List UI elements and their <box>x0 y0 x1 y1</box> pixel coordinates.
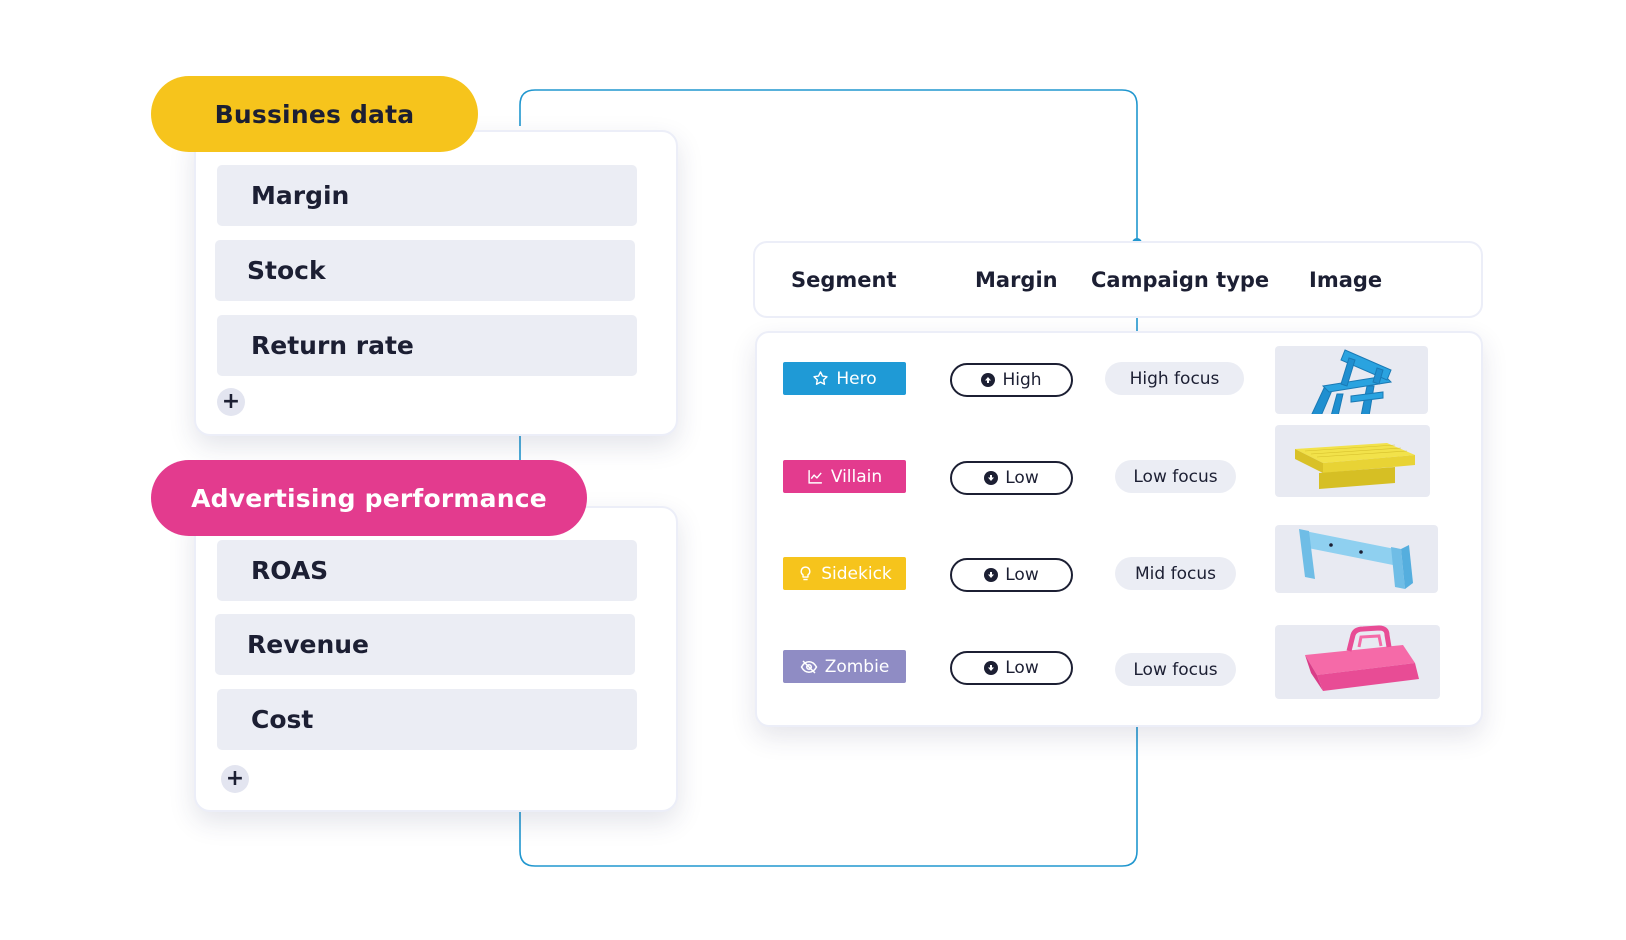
add-metric-button[interactable]: + <box>221 765 249 793</box>
add-metric-button[interactable]: + <box>217 388 245 416</box>
segment-label: Hero <box>836 368 877 389</box>
margin-label: High <box>1002 370 1042 390</box>
segment-badge-sidekick[interactable]: Sidekick <box>783 557 906 590</box>
blue-chair-image <box>1275 346 1428 414</box>
column-header-image[interactable]: Image <box>1309 267 1383 292</box>
margin-pill: Low <box>950 461 1073 495</box>
segment-label: Sidekick <box>821 563 892 584</box>
margin-pill: Low <box>950 651 1073 685</box>
lightbulb-icon <box>800 566 811 581</box>
segment-label: Villain <box>830 466 883 487</box>
arrow-down-icon <box>984 661 999 675</box>
campaign-type-pill: Low focus <box>1115 460 1236 493</box>
arrow-down-icon <box>984 471 999 485</box>
margin-pill: High <box>950 363 1073 397</box>
margin-label: Low <box>1005 468 1039 488</box>
campaign-type-pill: Low focus <box>1115 653 1236 686</box>
metric-return-rate[interactable]: Return rate <box>217 315 637 376</box>
margin-pill: Low <box>950 558 1073 592</box>
margin-label: Low <box>1005 565 1039 585</box>
arrow-down-icon <box>984 568 999 582</box>
segment-label: Zombie <box>824 656 890 677</box>
table-header: Segment Margin Campaign type Image <box>753 241 1483 318</box>
margin-label: Low <box>1005 658 1039 678</box>
pink-tray-image <box>1275 625 1440 699</box>
advertising-performance-title: Advertising performance <box>151 460 587 536</box>
blue-shelf-image <box>1275 525 1438 593</box>
metric-margin[interactable]: Margin <box>217 165 637 226</box>
segment-badge-villain[interactable]: Villain <box>783 460 906 493</box>
segment-table: Hero High High focus <box>755 331 1483 727</box>
eye-off-icon <box>800 659 818 674</box>
trend-chart-icon <box>808 470 822 484</box>
column-header-campaign-type[interactable]: Campaign type <box>1091 267 1270 292</box>
segment-badge-zombie[interactable]: Zombie <box>783 650 906 683</box>
business-data-title: Bussines data <box>151 76 478 152</box>
metric-stock[interactable]: Stock <box>215 240 635 301</box>
column-header-segment[interactable]: Segment <box>791 267 897 292</box>
metric-roas[interactable]: ROAS <box>217 540 637 601</box>
segment-badge-hero[interactable]: Hero <box>783 362 906 395</box>
campaign-type-pill: Mid focus <box>1115 557 1236 590</box>
metric-cost[interactable]: Cost <box>217 689 637 750</box>
star-icon <box>813 371 829 386</box>
yellow-cushion-image <box>1275 425 1430 497</box>
metric-revenue[interactable]: Revenue <box>215 614 635 675</box>
column-header-margin[interactable]: Margin <box>975 267 1058 292</box>
campaign-type-pill: High focus <box>1105 362 1244 395</box>
arrow-up-icon <box>981 373 996 387</box>
